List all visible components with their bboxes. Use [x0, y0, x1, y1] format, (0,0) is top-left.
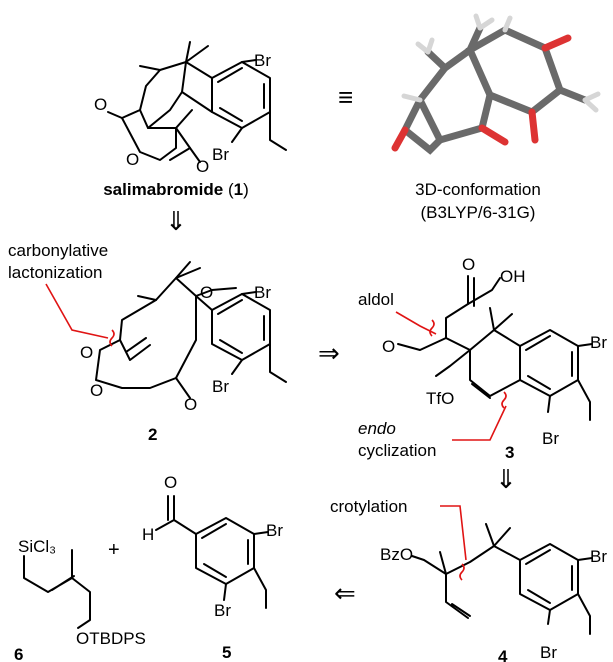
- compound-6-structure: [23, 549, 91, 629]
- compound-2-o-ring: O: [90, 381, 103, 400]
- label-cyclization: cyclization: [358, 441, 436, 460]
- disconnection-squiggle-4: [459, 563, 465, 581]
- compound-2-br-bottom: Br: [212, 377, 229, 396]
- compound-3-ketone-o: O: [462, 255, 475, 274]
- plus-sign: +: [108, 539, 120, 561]
- compound-1-o-ketone: O: [196, 157, 209, 176]
- compound-2-number: 2: [148, 425, 157, 444]
- compound-3-otf: TfO: [426, 389, 454, 408]
- compound-1-number: 1: [234, 180, 243, 199]
- compound-4-number: 4: [498, 647, 508, 662]
- compound-6-otbdps: OTBDPS: [76, 629, 146, 648]
- disconnection-squiggle-3a: [429, 319, 435, 337]
- compound-5-number: 5: [222, 643, 231, 662]
- compound-1-label: salimabromide (1): [103, 180, 249, 199]
- compound-5-structure: [155, 495, 269, 609]
- compound-2-o-carbonyl: O: [80, 343, 93, 362]
- compound-4-br-bottom: Br: [540, 643, 557, 662]
- compound-5-cho-h: H: [142, 525, 154, 544]
- label-lactonization-text: lactonization: [8, 263, 103, 282]
- disconnection-squiggle-3b: [501, 391, 507, 409]
- compound-5-cho-o: O: [164, 473, 177, 492]
- disconnection-line-lactonization: [45, 283, 109, 339]
- compound-4-br-top: Br: [590, 547, 607, 566]
- conformation-line-1: 3D-conformation: [415, 180, 541, 199]
- label-crotylation: crotylation: [330, 497, 407, 516]
- disconnection-line-cyclization: [452, 405, 507, 441]
- compound-1-structure: [107, 41, 287, 163]
- compound-4-obz: BzO: [380, 545, 413, 564]
- compound-3-br-bottom: Br: [542, 429, 559, 448]
- compound-3-oh: OH: [500, 267, 526, 286]
- compound-2-o-ketone: O: [184, 395, 197, 414]
- compound-5-br-top: Br: [266, 521, 283, 540]
- compound-1-br-bottom: Br: [212, 145, 229, 164]
- retro-arrow-1-to-2: ⇓: [165, 206, 187, 236]
- compound-4-structure: [411, 523, 593, 635]
- equivalence-symbol: ≡: [338, 82, 353, 112]
- label-carbonylative: carbonylative: [8, 241, 108, 260]
- label-aldol: aldol: [358, 290, 394, 309]
- retro-arrow-3-to-4: ⇓: [495, 464, 517, 494]
- compound-3-structure: [397, 275, 593, 421]
- conformation-3d-model: [391, 13, 601, 155]
- label-endo: endo: [358, 419, 396, 438]
- compound-2-structure: [95, 261, 287, 399]
- compound-1-o-ring: O: [126, 150, 139, 169]
- conformation-line-2: (B3LYP/6-31G): [421, 203, 536, 222]
- retro-arrow-4-to-5-6: ⇐: [334, 578, 356, 608]
- compound-2-ome-o: O: [200, 283, 213, 302]
- compound-6-sicl3: SiCl₃: [18, 537, 56, 556]
- retro-arrow-2-to-3: ⇒: [318, 338, 340, 368]
- compound-3-br-top: Br: [590, 333, 607, 352]
- compound-3-ome-o: O: [382, 337, 395, 356]
- compound-1-name: salimabromide: [103, 180, 223, 199]
- compound-2-br-top: Br: [254, 283, 271, 302]
- compound-6-number: 6: [14, 645, 23, 662]
- disconnection-squiggle-2: [109, 329, 115, 347]
- compound-1-br-top: Br: [254, 51, 271, 70]
- compound-5-br-bottom: Br: [214, 601, 231, 620]
- disconnection-line-crotylation: [440, 505, 467, 561]
- compound-3-number: 3: [505, 443, 514, 462]
- compound-1-o-carbonyl: O: [94, 95, 107, 114]
